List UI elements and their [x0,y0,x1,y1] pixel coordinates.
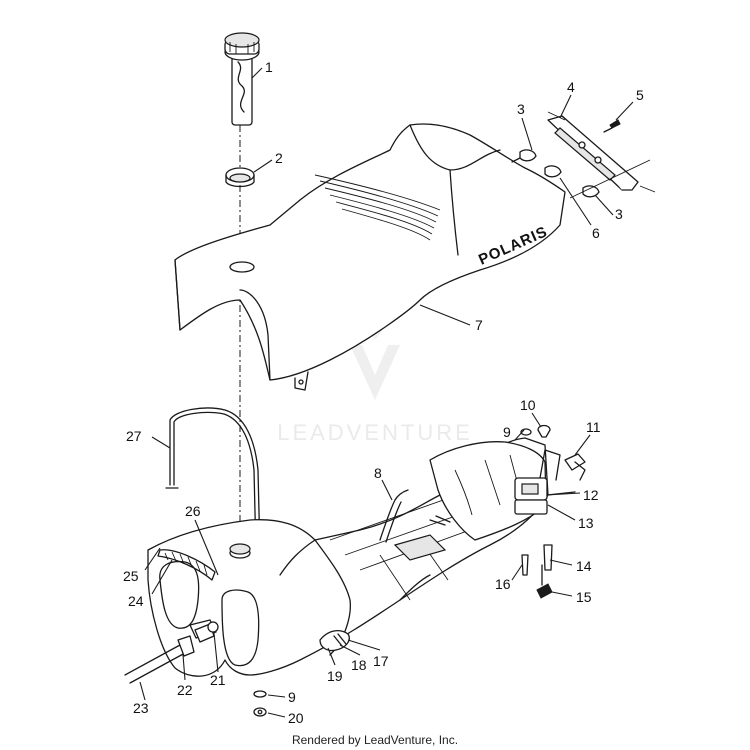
watermark-text: LEADVENTURE [277,420,473,445]
callout-2: 2 [275,150,283,166]
callout-5: 5 [636,87,644,103]
fuel-line-parts [124,621,219,684]
callout-4: 4 [567,79,575,95]
callout-17: 17 [373,653,389,669]
grommet-part [225,167,255,188]
callout-11: 11 [586,419,601,435]
callout-25: 25 [123,568,139,584]
callout-27: 27 [126,428,142,444]
callout-labels: 1 2 3 4 5 3 6 7 8 9 10 11 12 13 14 15 16… [123,59,644,726]
fuel-cap-part [224,32,260,126]
leader-lines [139,67,634,718]
callout-23: 23 [133,700,149,716]
nut-part [536,583,553,599]
callout-13: 13 [578,515,594,531]
strap-part [165,407,261,556]
callout-3b: 3 [615,206,623,222]
callout-7: 7 [475,317,483,333]
callout-19: 19 [327,668,343,684]
callout-8: 8 [374,465,382,481]
callout-9a: 9 [503,424,511,440]
callout-24: 24 [128,593,144,609]
seat-part [174,123,566,391]
callout-22: 22 [177,682,193,698]
callout-20: 20 [288,710,304,726]
callout-18: 18 [351,657,367,673]
seat-latch-parts [511,111,656,199]
callout-6: 6 [592,225,600,241]
push-rivet-part [537,424,551,438]
callout-16: 16 [495,576,511,592]
callout-10: 10 [520,397,536,413]
callout-21: 21 [210,672,226,688]
stud-part [521,554,529,576]
callout-12: 12 [583,487,599,503]
hardware-parts [253,424,586,717]
callout-1: 1 [265,59,273,75]
callout-15: 15 [576,589,592,605]
callout-14: 14 [576,558,592,574]
footer-credit: Rendered by LeadVenture, Inc. [291,733,459,747]
callout-9b: 9 [288,689,296,705]
washer-lower-part [253,690,267,698]
fuel-tank-part [147,437,576,677]
callout-26: 26 [185,503,201,519]
bolt-part [543,544,553,571]
callout-3a: 3 [517,101,525,117]
